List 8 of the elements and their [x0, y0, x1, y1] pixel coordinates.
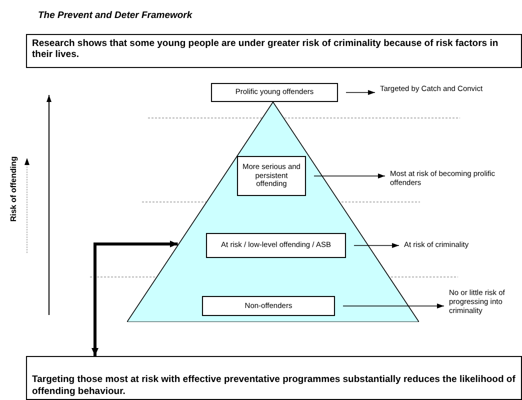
diagram-title: The Prevent and Deter Framework	[38, 10, 192, 21]
arrow	[92, 240, 178, 356]
statement-box: Research shows that some young people are under greater risk of criminality because of risk factors in their lives.	[26, 34, 522, 68]
statement-box: Targeting those most at risk with effective preventative programmes substantially reduces the likelihood of offending behaviour.	[26, 356, 522, 400]
axis-label: Risk of offending	[9, 155, 19, 224]
arrow	[354, 243, 400, 248]
arrow	[342, 304, 444, 308]
arrow	[346, 90, 376, 95]
